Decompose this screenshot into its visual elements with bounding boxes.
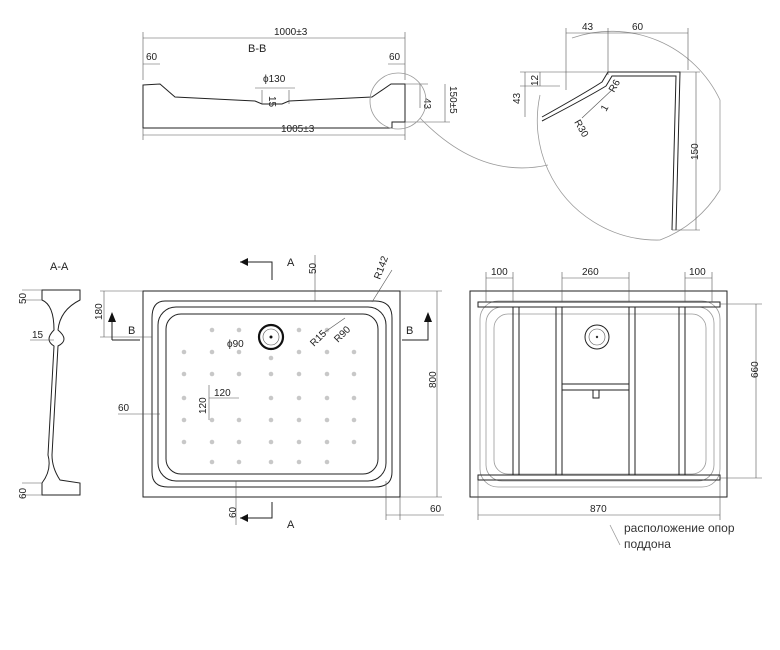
aa-bottom: 60 [18,487,29,499]
support-leg-4 [678,306,686,476]
plan-view: ϕ90 120 120 R90 R15 R142 50 180 [94,254,444,531]
detail-view: 43 60 12 43 R6 R30 1 150 [512,22,721,241]
bb-total-height: 150±5 [447,86,458,114]
plan-length-800: 800 [428,371,439,388]
section-aa-title: A-A [50,261,69,273]
anti-slip-dots [181,327,357,465]
section-bb-title: B-B [248,43,266,55]
support-leg-2 [555,306,563,476]
bb-drain-depth: 15 [266,96,277,108]
plan-section-b-right: B [406,325,413,337]
detail-thickness: 1 [599,103,612,114]
bb-profile [142,83,406,129]
plan-drain-phi90: ϕ90 [227,339,244,350]
supports-right-100: 100 [689,267,706,278]
plan-bottom-60-right: 60 [430,504,442,515]
bb-bottom-width: 1005±3 [281,124,315,135]
supports-drain [584,324,610,350]
detail-height-150: 150 [690,143,701,160]
supports-left-100: 100 [491,267,508,278]
plan-section-a-top: A [287,257,295,269]
plan-drain [257,323,285,351]
supports-height-660: 660 [750,361,761,378]
plan-radius-r142: R142 [372,254,391,281]
supports-note-line2: поддона [624,537,671,551]
plan-inner-rim [151,300,393,488]
plan-side-60: 60 [118,403,130,414]
detail-height-43: 43 [512,92,523,104]
plan-outer-rim [142,290,401,498]
supports-note-line1: расположение опор [624,521,735,535]
detail-width-43: 43 [582,22,594,33]
aa-step: 15 [32,330,44,341]
support-leg-1 [512,306,520,476]
detail-radius-r30: R30 [571,118,590,140]
support-crossbar [561,383,630,391]
plan-bottom-60-left: 60 [228,506,239,518]
plan-spacing-120-v: 120 [198,397,209,414]
support-rail-top [477,301,721,308]
detail-profile [541,71,681,231]
plan-tray-wall [157,306,387,482]
plan-flange-50: 50 [308,262,319,274]
supports-middle-260: 260 [582,267,599,278]
bb-right-flange: 60 [389,52,401,63]
detail-circle [547,30,721,241]
plan-section-b-left: B [128,325,135,337]
plan-depth-180: 180 [94,303,105,320]
plan-section-a-bottom: A [287,519,295,531]
detail-marker-circle [369,72,427,130]
plan-tray-bottom [165,313,379,475]
supports-view: 100 260 100 660 870 расположение опор по… [469,267,762,551]
plan-spacing-120-h: 120 [214,388,231,399]
aa-top: 50 [18,292,29,304]
section-aa: A-A 50 15 60 [18,261,81,499]
aa-profile [41,289,81,496]
bb-rim-height: 43 [421,98,432,110]
bb-top-width: 1000±3 [274,27,308,38]
bb-drain-diameter: ϕ130 [263,74,286,85]
support-rail-bottom [477,474,721,481]
plan-radius-r90: R90 [332,324,353,345]
detail-height-12: 12 [530,74,541,86]
bb-left-flange: 60 [146,52,158,63]
section-bb: B-B 1000±3 60 60 ϕ130 15 1005±3 43 150±5 [142,27,549,169]
detail-width-60: 60 [632,22,644,33]
supports-outline [469,290,728,498]
support-leg-3 [628,306,636,476]
supports-width-870: 870 [590,504,607,515]
